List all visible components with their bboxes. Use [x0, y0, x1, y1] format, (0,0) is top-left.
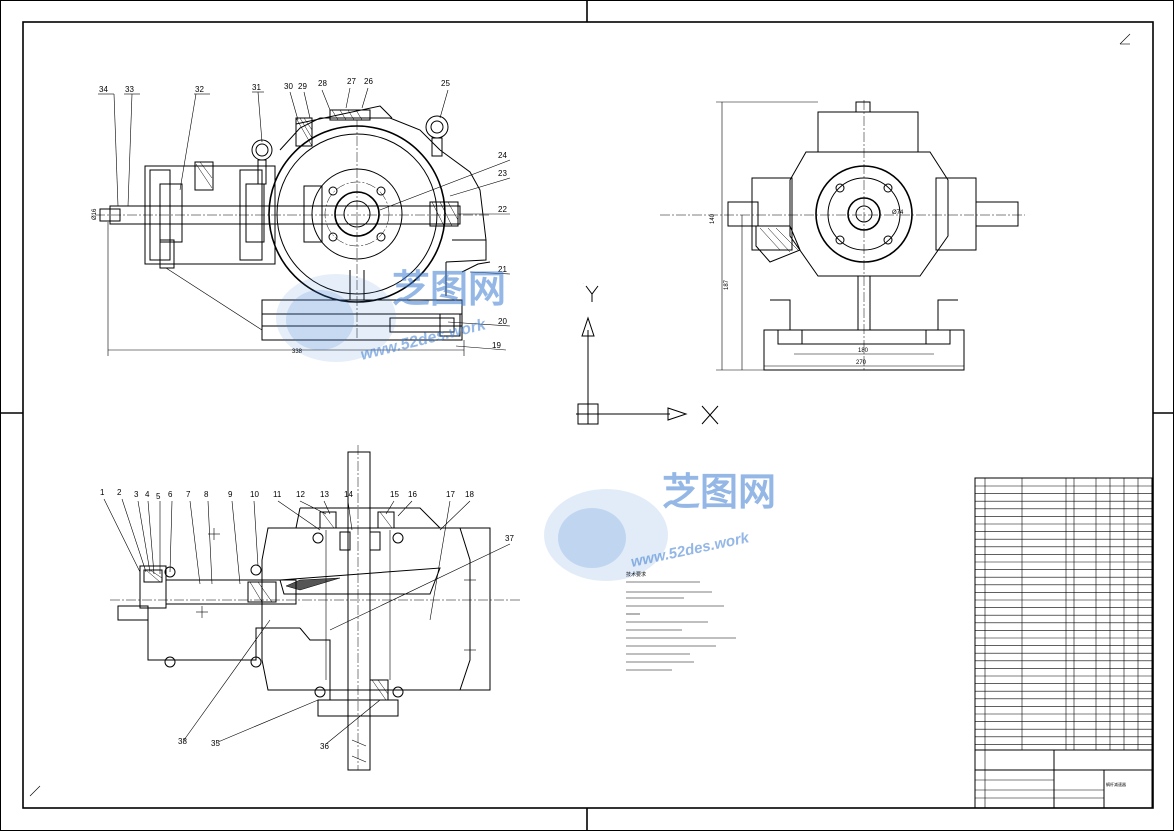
label-26: 26 — [364, 77, 373, 86]
label-14: 14 — [344, 490, 353, 499]
label-30: 30 — [284, 82, 293, 91]
parts-list-table: 蜗杆减速器 — [974, 477, 1153, 809]
label-27: 27 — [347, 77, 356, 86]
label-33: 33 — [125, 85, 134, 94]
label-1: 1 — [100, 488, 105, 497]
front-view: 338 Ø16 — [92, 105, 491, 356]
label-34: 34 — [99, 85, 108, 94]
label-3: 3 — [134, 490, 139, 499]
label-7: 7 — [186, 490, 191, 499]
notes-title: 技术要求 — [626, 571, 646, 578]
label-22: 22 — [498, 205, 507, 214]
technical-notes: 技术要求 — [626, 571, 736, 671]
label-32: 32 — [195, 85, 204, 94]
label-29: 29 — [298, 82, 307, 91]
label-2: 2 — [117, 488, 122, 497]
label-9: 9 — [228, 490, 233, 499]
label-5: 5 — [156, 492, 161, 501]
label-13: 13 — [320, 490, 329, 499]
label-8: 8 — [204, 490, 209, 499]
label-19: 19 — [492, 341, 501, 350]
dim-base-outer: 270 — [856, 360, 867, 366]
ucs-axis-icon: Y X — [576, 283, 719, 431]
side-view: 187 140 180 270 Ø74 — [660, 100, 1025, 371]
label-12: 12 — [296, 490, 305, 499]
label-24: 24 — [498, 151, 507, 160]
part-labels-top: 34 33 32 31 30 29 28 27 26 25 24 23 22 2… — [98, 77, 511, 351]
label-23: 23 — [498, 169, 507, 178]
label-31: 31 — [252, 83, 261, 92]
label-6: 6 — [168, 490, 173, 499]
label-25: 25 — [441, 79, 450, 88]
label-37: 37 — [505, 534, 514, 543]
label-18: 18 — [465, 490, 474, 499]
label-36: 36 — [320, 742, 329, 751]
label-16: 16 — [408, 490, 417, 499]
watermark-large: 芝图网 www.52des.work — [544, 472, 776, 581]
label-20: 20 — [498, 317, 507, 326]
axis-label-x: X — [716, 429, 717, 431]
dim-overall-length: 338 — [292, 349, 303, 355]
label-28: 28 — [318, 79, 327, 88]
section-view — [110, 445, 520, 771]
axis-label-y: Y — [583, 283, 584, 285]
dim-side-height-small: 140 — [710, 213, 716, 224]
label-10: 10 — [250, 490, 259, 499]
drawing-title: 蜗杆减速器 — [1106, 781, 1126, 787]
part-labels-bottom: 1 2 3 4 5 6 7 8 9 10 11 12 13 14 15 16 1… — [100, 488, 514, 751]
label-15: 15 — [390, 490, 399, 499]
label-17: 17 — [446, 490, 455, 499]
label-4: 4 — [145, 490, 150, 499]
dim-base-inner: 180 — [858, 348, 869, 354]
label-11: 11 — [273, 490, 282, 499]
label-21: 21 — [498, 265, 507, 274]
inner-frame — [22, 21, 1154, 809]
watermark-brand-small: 芝图网 — [392, 269, 506, 311]
watermark-small: 芝图网 www.52des.work — [276, 269, 506, 364]
dim-shaft-left: Ø16 — [92, 208, 98, 220]
dim-side-height: 187 — [724, 279, 730, 290]
label-35: 35 — [211, 739, 220, 748]
watermark-brand-large: 芝图网 — [662, 472, 776, 514]
dim-shaft-dia: Ø74 — [892, 210, 904, 216]
label-38: 38 — [178, 737, 187, 746]
